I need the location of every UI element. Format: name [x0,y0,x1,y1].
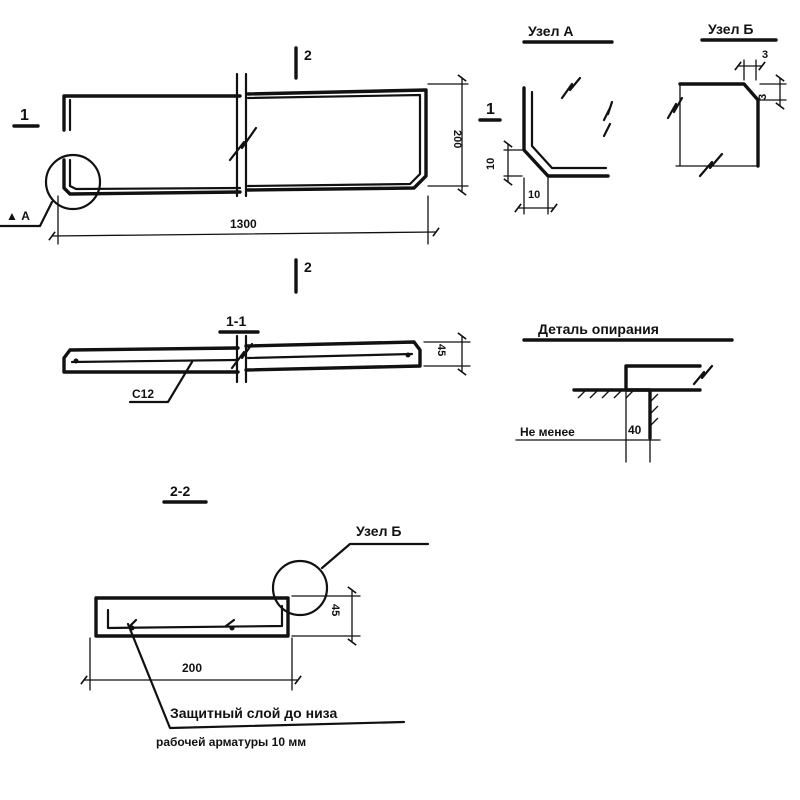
node-a-outer-edge [522,86,610,178]
plan-view: 2 2 1 ▲ А 1300 200 [0,46,469,294]
section-2-2-outline [94,596,290,638]
node-a-callout-label: ▲ А [6,209,30,223]
node-b-detail: Узел Б 3 3 [666,21,787,178]
node-b-title: Узел Б [708,21,753,37]
section-2-2-rebar-ties [128,618,236,628]
node-b-dim-h-value: 3 [757,94,769,100]
plan-slab-outline-right [246,88,428,192]
section-mark-2-top-label: 2 [304,47,312,63]
section-2-2-rebar-dot-2 [229,625,235,631]
note-leader [126,622,406,730]
section-1-1-title: 1-1 [226,313,246,329]
node-b-callout-label: Узел Б [356,523,401,539]
support-slab-break [692,364,714,386]
section-mark-2-bottom-label: 2 [304,259,312,275]
rebar-dot-left [73,358,79,364]
section-2-2-dim-h-value: 45 [329,604,341,616]
plan-rebar-left [68,98,242,191]
support-hatching [577,389,659,427]
plan-break-lines [235,72,248,198]
section-1-1-right-part [244,340,422,372]
node-b-break-bottom [698,152,724,178]
node-a-break-top [560,76,582,100]
plan-slab-outline-left [62,94,242,196]
section-2-2-title: 2-2 [170,483,190,499]
node-a-detail: Узел А 1 10 10 [478,23,614,215]
mesh-label: С12 [132,387,154,401]
node-a-dim-h-value: 10 [485,158,497,170]
section-mark-1-left-label: 1 [20,107,29,124]
node-b-dim-w-ext [743,59,757,81]
section-1-1-break-lines [235,334,248,384]
support-detail: Деталь опирания Не менее 40 [515,321,734,463]
mesh-leader [128,360,194,404]
note-line-2: рабочей арматуры 10 мм [156,735,306,749]
dim-length-value: 1300 [230,217,257,231]
support-wall [572,388,652,440]
support-detail-title: Деталь опирания [538,321,659,337]
section-2-2-rebar [106,604,284,630]
node-b-dim-w-value: 3 [762,49,768,61]
support-dim-ext [625,391,651,463]
section-2-2-dim-w-value: 200 [182,661,202,675]
section-1-1: 1-1 С12 45 [62,313,471,404]
node-b-outer-edge [678,82,760,168]
plan-break-zigzag [228,126,258,162]
plan-rebar-right [246,93,422,188]
rebar-dot-right [405,352,411,358]
node-a-dim-w-value: 10 [528,189,540,201]
support-min-label: Не менее [520,425,575,439]
node-b-break-left [666,96,684,120]
section-1-1-rebar [70,352,414,364]
node-b-leader [320,542,430,570]
node-a-leader [0,200,54,228]
node-a-title: Узел А [528,23,573,39]
dim-length-line [48,227,440,241]
support-min-value: 40 [628,423,642,437]
node-a-rebar [530,90,608,170]
note-line-1: Защитный слой до низа [170,705,337,721]
section-1-1-left-part [62,346,240,374]
section-1-1-dim-value: 45 [435,344,447,356]
section-mark-1-right-label: 1 [486,101,495,118]
node-b-circle [271,559,329,617]
section-1-1-break-zigzag [230,342,254,370]
support-slab-end [624,364,702,392]
node-a-dim-h-ext [503,149,523,177]
section-2-2: 2-2 Узел Б 45 200 Защитный слой до низа … [80,483,430,749]
node-a-circle [44,153,102,211]
node-a-break-right [602,100,614,138]
node-b-edges-thin [675,83,759,167]
dim-width-value: 200 [451,130,463,148]
